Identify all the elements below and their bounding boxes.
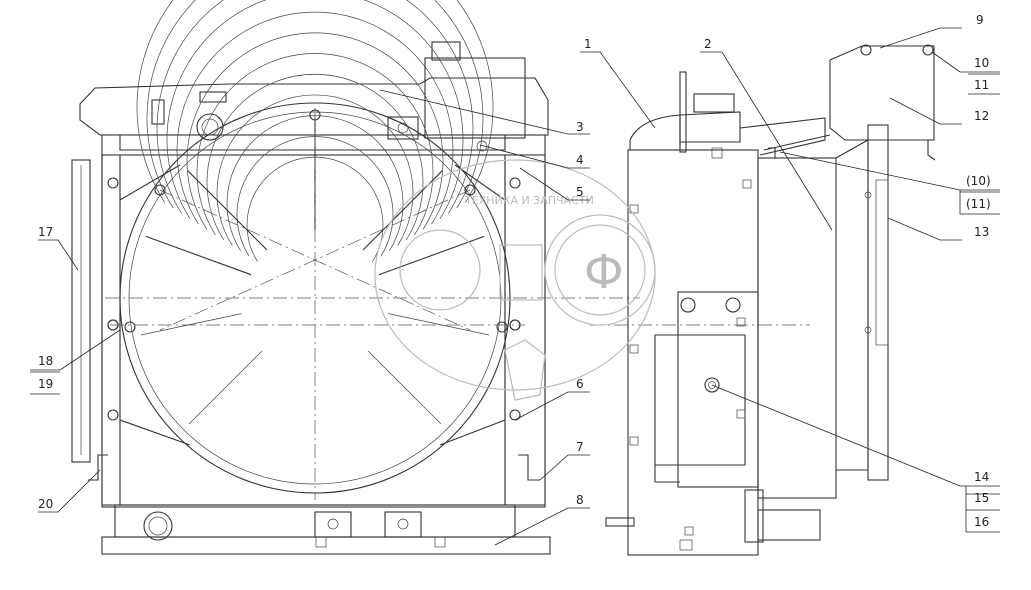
- callout-3: 3: [576, 120, 584, 134]
- side-shroud: [629, 114, 681, 151]
- guard-finger: [367, 350, 442, 425]
- guard-bolt: [124, 321, 136, 333]
- right-tank: [504, 154, 546, 506]
- callout-16: 16: [974, 515, 989, 529]
- callout-20: 20: [38, 497, 53, 511]
- top-shroud: [79, 77, 549, 151]
- top-pipe-stub: [151, 99, 165, 125]
- mount-block-1: [314, 511, 352, 538]
- callout-12: 12: [974, 109, 989, 123]
- callout-10: 10: [974, 56, 989, 70]
- guard-ring: [146, 0, 484, 209]
- side-top-tank: [679, 111, 741, 143]
- bottom-pipe: [143, 511, 173, 541]
- expansion-tank: [424, 57, 526, 139]
- guard-finger: [188, 350, 263, 425]
- watermark: ТЕХНИКА И ЗАПЧАСТИ Ф: [374, 159, 656, 401]
- left-tube: [71, 159, 91, 463]
- center-lines: [105, 108, 810, 500]
- filler-cap: [199, 91, 227, 103]
- callout-6: 6: [576, 377, 584, 391]
- guard-ring: [156, 0, 474, 214]
- side-panel: [867, 124, 889, 481]
- side-core: [757, 157, 837, 499]
- callout-5: 5: [576, 185, 584, 199]
- watermark-text: ТЕХНИКА И ЗАПЧАСТИ: [464, 194, 594, 207]
- guard-rib: [145, 235, 252, 276]
- guard-ring: [216, 94, 414, 246]
- callout-11-ref: (11): [966, 197, 991, 211]
- guard-finger: [388, 313, 490, 336]
- callout-8: 8: [576, 493, 584, 507]
- side-expansion-tank: [829, 45, 935, 141]
- callout-18: 18: [38, 354, 53, 368]
- guard-ring: [166, 0, 464, 219]
- callout-10-ref: (10): [966, 174, 991, 188]
- callout-labels: 1 2 3 4 5 6 7 8 9 10 11 12 (10) (11) 13 …: [38, 13, 991, 529]
- side-frame: [627, 149, 759, 556]
- leader-lines: [30, 27, 1000, 546]
- fan-guard: [107, 0, 521, 425]
- guard-bolt: [496, 321, 508, 333]
- side-bolt: [704, 377, 720, 393]
- side-view: [605, 44, 936, 556]
- callout-1: 1: [584, 37, 592, 51]
- callout-15: 15: [974, 491, 989, 505]
- callout-2: 2: [704, 37, 712, 51]
- callout-11: 11: [974, 78, 989, 92]
- guard-finger: [140, 313, 242, 336]
- guard-ring: [176, 11, 454, 225]
- guard-rib: [362, 170, 443, 251]
- guard-bolt: [154, 184, 166, 196]
- callout-17: 17: [38, 225, 53, 239]
- guard-bolt: [464, 184, 476, 196]
- callout-19: 19: [38, 377, 53, 391]
- callout-14: 14: [974, 470, 989, 484]
- frame: [101, 134, 546, 508]
- callout-4: 4: [576, 153, 584, 167]
- guard-rib: [187, 170, 268, 251]
- guard-ring: [206, 73, 424, 241]
- callout-7: 7: [576, 440, 584, 454]
- guard-ring: [186, 32, 444, 230]
- callout-13: 13: [974, 225, 989, 239]
- filler-neck: [196, 113, 224, 141]
- guard-ring: [196, 53, 434, 235]
- guard-ring: [136, 0, 494, 203]
- callout-boxes: [30, 73, 1000, 533]
- guard-rib: [378, 235, 485, 276]
- frame-bolts: [107, 177, 521, 421]
- mount-block-2: [384, 511, 422, 538]
- watermark-initials: Ф: [584, 245, 624, 299]
- callout-9: 9: [976, 13, 984, 27]
